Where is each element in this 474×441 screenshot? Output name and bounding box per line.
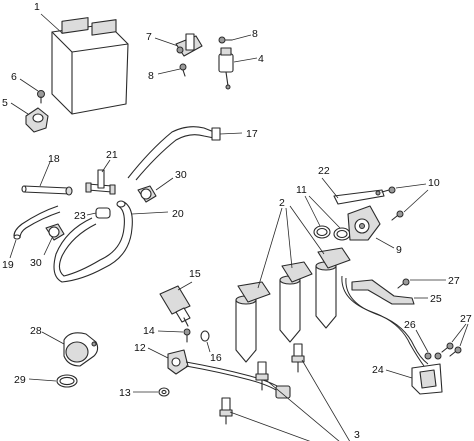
callout-3: 3 [354, 429, 360, 441]
callout-30-lower: 30 [30, 257, 42, 269]
harness-bolt-upper-part [397, 278, 410, 289]
washer-part [158, 387, 170, 397]
ignition-coil-part-2 [279, 261, 313, 343]
timing-cover-cap-part [63, 332, 99, 367]
spark-plug-part-2 [255, 361, 269, 391]
temperature-sensor-part [159, 285, 191, 327]
rubber-mount-part [25, 107, 49, 133]
callout-18: 18 [48, 153, 60, 165]
harness-bolt-lower-part [441, 342, 462, 357]
callout-14: 14 [143, 325, 155, 337]
callout-30-upper: 30 [175, 169, 187, 181]
bracket-bolt-part [179, 63, 187, 77]
callout-1: 1 [34, 1, 40, 13]
callout-15: 15 [189, 268, 201, 280]
callout-24: 24 [372, 364, 384, 376]
callout-28: 28 [30, 325, 42, 337]
ignition-coil-part-1 [235, 281, 271, 363]
callout-17: 17 [246, 128, 258, 140]
callout-25: 25 [430, 293, 442, 305]
spark-plug-part-3 [291, 343, 305, 373]
callout-12: 12 [134, 342, 146, 354]
callout-7: 7 [146, 31, 152, 43]
callout-16: 16 [210, 352, 222, 364]
spark-plug-part-1 [219, 397, 233, 425]
callout-6: 6 [11, 71, 17, 83]
callout-8-left: 8 [148, 70, 154, 82]
o-ring-part [200, 330, 210, 342]
callout-11: 11 [296, 184, 307, 196]
hose-clip-part-lower [45, 223, 65, 241]
short-hose-part [95, 207, 111, 219]
throttle-sensor-part [347, 205, 381, 241]
breather-pipe-part [127, 126, 221, 181]
ignition-coil-part-3 [315, 247, 351, 329]
ecu-screw-part [37, 90, 45, 104]
wiring-harness-part [341, 275, 429, 367]
callout-4: 4 [258, 53, 264, 65]
bent-hose-part [13, 205, 61, 240]
long-hose-part [53, 200, 133, 283]
sensor-bracket-22-part [333, 189, 385, 205]
crank-sensor-part [167, 349, 291, 399]
callout-2: 2 [279, 197, 285, 209]
callout-26: 26 [404, 319, 416, 331]
sensor-part [218, 47, 234, 90]
callout-27-upper: 27 [448, 275, 460, 287]
hose-part [21, 185, 73, 196]
sensor-screw-part [183, 328, 191, 343]
callout-27-lower: 27 [460, 313, 472, 325]
callout-19: 19 [2, 259, 14, 271]
callout-22: 22 [318, 165, 330, 177]
sensor-bolt-part [218, 36, 233, 44]
hose-clip-part-upper [137, 185, 157, 203]
callout-21: 21 [106, 149, 118, 161]
wiring-bracket-part [411, 352, 443, 395]
callout-23: 23 [74, 210, 86, 222]
t-piece-part [85, 169, 116, 195]
callout-8-right: 8 [252, 28, 258, 40]
callout-10: 10 [428, 177, 440, 189]
callout-9: 9 [396, 244, 402, 256]
callout-5: 5 [2, 97, 8, 109]
callout-13: 13 [119, 387, 131, 399]
callout-20: 20 [172, 208, 184, 220]
cap-o-ring-part [56, 374, 78, 388]
sensor-bracket-part [175, 33, 203, 57]
ecu-part [51, 17, 129, 115]
callout-29: 29 [14, 374, 26, 386]
throttle-o-rings-part [313, 225, 351, 241]
bracket-screws-part [381, 186, 404, 221]
